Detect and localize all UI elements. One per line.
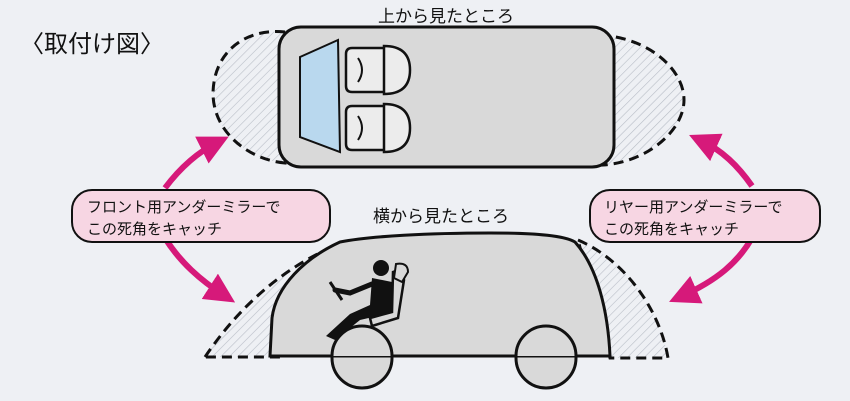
side-view-label: 横から見たところ: [373, 207, 509, 227]
top-view-label: 上から見たところ: [378, 7, 514, 27]
rear-arrows: [669, 133, 755, 304]
top-seat-upper: [344, 44, 412, 96]
side-view-car: [202, 231, 670, 390]
rear-mirror-callout: リヤー用アンダーミラーで この死角をキャッチ: [589, 189, 821, 243]
windshield: [299, 38, 342, 154]
driver-icon: [326, 260, 410, 340]
top-rear-blind-spot: [598, 33, 686, 167]
top-seat-lower: [344, 102, 412, 154]
rear-mirror-line1: リヤー用アンダーミラーで: [604, 198, 783, 216]
side-rear-blind-spot: [575, 237, 670, 360]
front-mirror-line1: フロント用アンダーミラーで: [87, 198, 281, 216]
diagram-title: 〈取付け図〉: [20, 30, 164, 58]
top-front-blind-spot: [211, 30, 287, 165]
top-view-car: [211, 25, 686, 169]
front-mirror-callout: フロント用アンダーミラーで この死角をキャッチ: [71, 189, 331, 243]
front-arrows: [162, 136, 236, 303]
front-mirror-line2: この死角をキャッチ: [87, 220, 222, 238]
rear-mirror-line2: この死角をキャッチ: [604, 220, 739, 238]
